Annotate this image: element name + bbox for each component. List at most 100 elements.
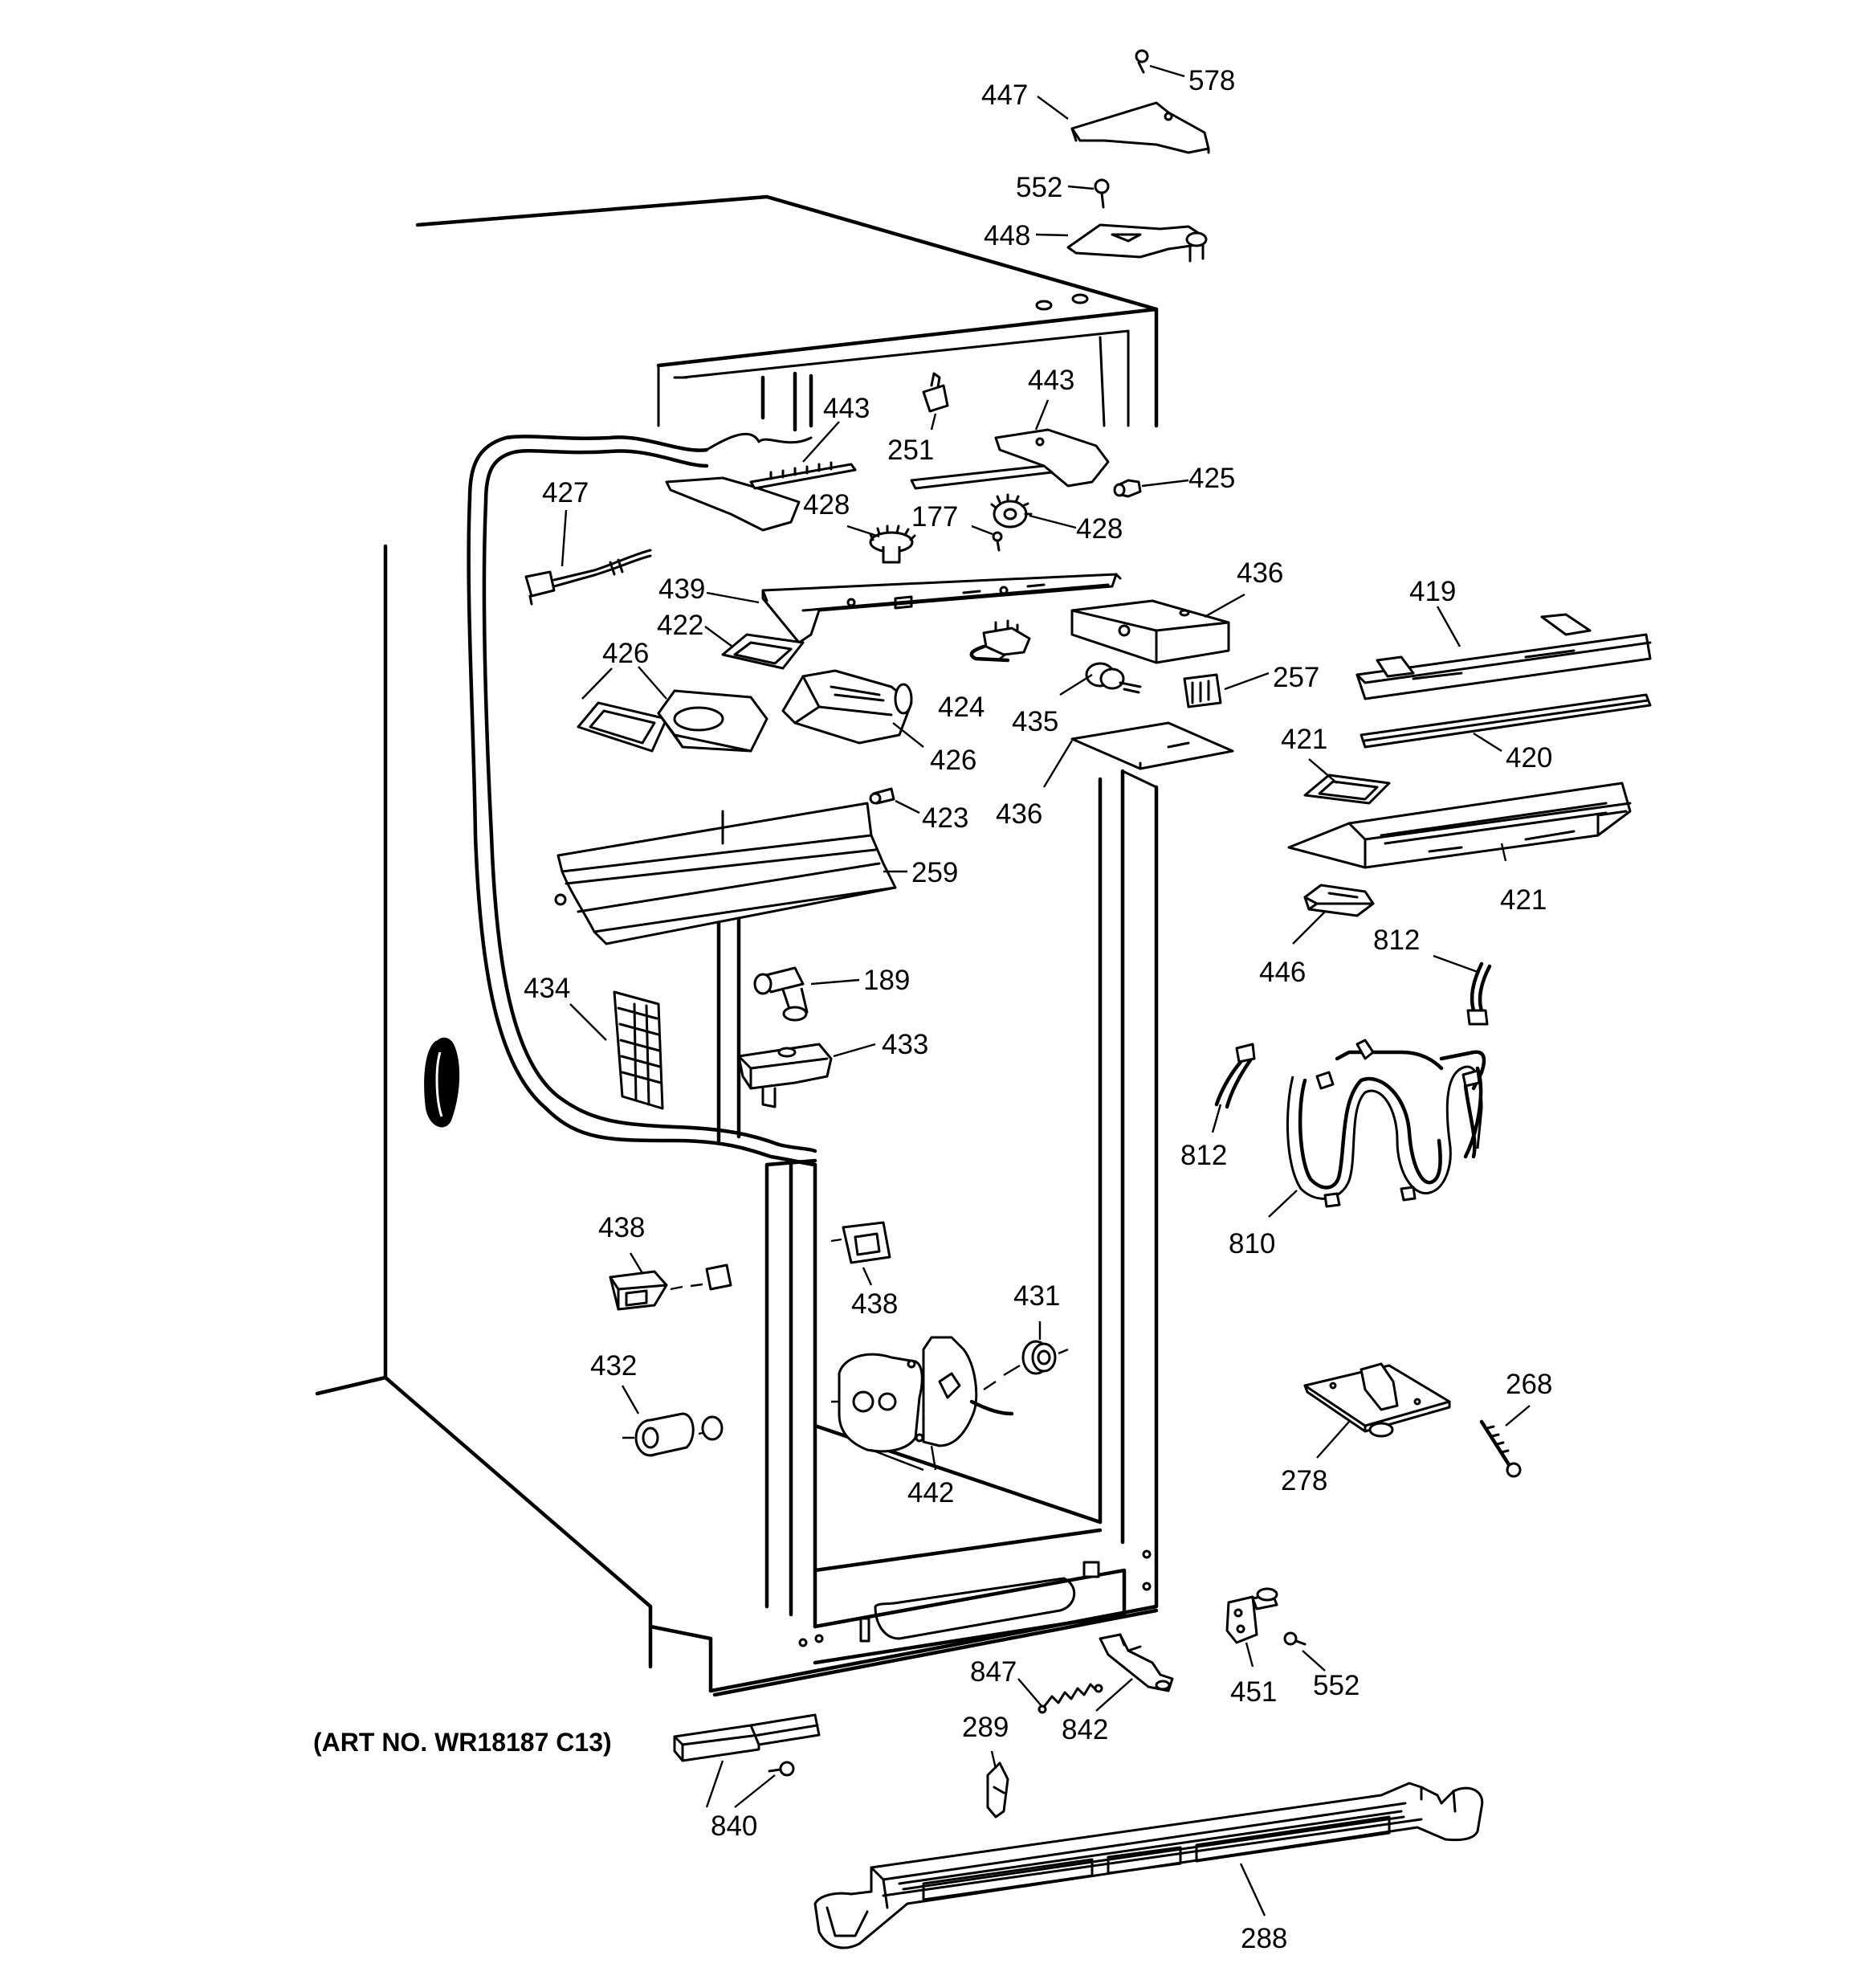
tube-812-right [1466, 961, 1492, 1026]
bracket-840 [673, 1713, 821, 1777]
callout-443-right: 443 [1028, 365, 1074, 396]
callout-251: 251 [887, 435, 934, 466]
callout-842: 842 [1062, 1714, 1108, 1745]
callout-840: 840 [711, 1810, 757, 1842]
callout-847: 847 [970, 1656, 1017, 1688]
callout-419: 419 [1409, 576, 1456, 607]
grille-434 [613, 990, 664, 1110]
callout-435: 435 [1012, 706, 1058, 737]
callout-431: 431 [1013, 1280, 1060, 1312]
callout-432: 432 [590, 1350, 637, 1382]
callout-288: 288 [1241, 1923, 1287, 1954]
screw-552-top [1094, 178, 1110, 209]
callout-420: 420 [1506, 742, 1552, 774]
clip-446 [1303, 884, 1375, 917]
cable-427 [524, 549, 652, 606]
callout-578: 578 [1188, 65, 1235, 96]
light-bulb-438-left [609, 1263, 732, 1311]
screw-177 [992, 531, 1003, 552]
callout-438-left: 438 [598, 1212, 645, 1243]
trim-420 [1360, 693, 1652, 749]
callout-421-large: 421 [1500, 884, 1547, 916]
callout-278: 278 [1281, 1465, 1327, 1496]
callout-447: 447 [981, 80, 1028, 111]
callout-259: 259 [911, 857, 958, 888]
callout-438-right: 438 [851, 1288, 898, 1320]
leader-lines [561, 64, 1531, 1917]
tee-fitting-189 [753, 966, 809, 1022]
thermostat-278 [1303, 1362, 1451, 1438]
bracket-443-left [665, 461, 857, 532]
callout-421-small: 421 [1281, 724, 1327, 755]
callout-451: 451 [1230, 1676, 1277, 1708]
cabinet-outline [315, 194, 1159, 1697]
light-bulb-438-right [830, 1221, 891, 1264]
bracket-443-right [910, 428, 1110, 490]
callout-443-left: 443 [823, 393, 870, 424]
callout-428-left: 428 [803, 489, 850, 520]
lamp-socket-435 [1085, 662, 1142, 694]
clip-289 [986, 1761, 1009, 1819]
grommet-432 [622, 1412, 724, 1457]
callout-442: 442 [907, 1477, 954, 1508]
callout-436-top: 436 [1237, 557, 1283, 589]
air-duct-cover-259 [554, 802, 897, 945]
channel-421-large [1287, 782, 1632, 869]
grommet-431 [1021, 1340, 1069, 1375]
callouts: 578 447 552 448 443 251 443 425 427 428 … [313, 65, 1552, 1954]
callout-426-left: 426 [602, 638, 649, 669]
screw-268 [1479, 1419, 1522, 1478]
callout-436-bottom: 436 [996, 798, 1042, 830]
thermostat-424 [969, 619, 1031, 663]
callout-268: 268 [1506, 1369, 1552, 1400]
callout-177: 177 [911, 501, 958, 533]
callout-428-right: 428 [1076, 513, 1123, 545]
gear-428-left [869, 525, 916, 564]
hinge-cover-447 [1070, 101, 1210, 154]
light-lens-422 [721, 633, 805, 670]
callout-552-bottom: 552 [1313, 1670, 1360, 1701]
damper-gasket-426-left [577, 701, 668, 753]
damper-control-426-right [781, 669, 913, 745]
callout-810: 810 [1229, 1228, 1275, 1259]
callout-433: 433 [882, 1029, 928, 1060]
plug-425 [1113, 479, 1142, 498]
light-socket-251 [922, 372, 949, 413]
light-shield-436-bottom [1070, 721, 1234, 770]
control-housing-439 [761, 573, 1122, 644]
callout-422: 422 [657, 610, 703, 641]
callout-812-right: 812 [1373, 925, 1420, 956]
callout-552-top: 552 [1016, 172, 1062, 203]
callout-426-right: 426 [930, 745, 976, 776]
damper-433 [737, 1043, 833, 1108]
spacer-421-small [1303, 774, 1391, 805]
screw-423 [869, 787, 895, 805]
callout-189: 189 [863, 965, 910, 996]
callout-424: 424 [938, 692, 984, 723]
switch-257 [1183, 673, 1222, 708]
callout-427: 427 [542, 477, 589, 508]
heater-810 [1286, 1039, 1486, 1208]
base-grille-288 [813, 1782, 1484, 1949]
shelf-frame-419 [1355, 613, 1652, 700]
callout-257: 257 [1273, 662, 1319, 693]
callout-289: 289 [962, 1712, 1009, 1743]
callout-439: 439 [658, 574, 705, 605]
bottom-hinge-451 [1225, 1587, 1278, 1644]
screw-552-bottom [1283, 1631, 1307, 1646]
gear-428-right [990, 493, 1033, 529]
bracket-842 [1099, 1633, 1174, 1692]
callout-448: 448 [984, 220, 1030, 251]
callout-423: 423 [922, 802, 968, 834]
air-duct-426 [657, 689, 768, 753]
spring-847 [1037, 1683, 1103, 1714]
callout-434: 434 [524, 973, 570, 1004]
fan-motor-442 [831, 1336, 1021, 1453]
art-number: (ART NO. WR18187 C13) [313, 1728, 612, 1757]
control-box-436-top [1070, 599, 1230, 664]
callout-446: 446 [1259, 957, 1306, 988]
callout-812-left: 812 [1180, 1140, 1227, 1171]
tube-812-left [1214, 1043, 1256, 1109]
top-hinge-448 [1066, 223, 1208, 263]
